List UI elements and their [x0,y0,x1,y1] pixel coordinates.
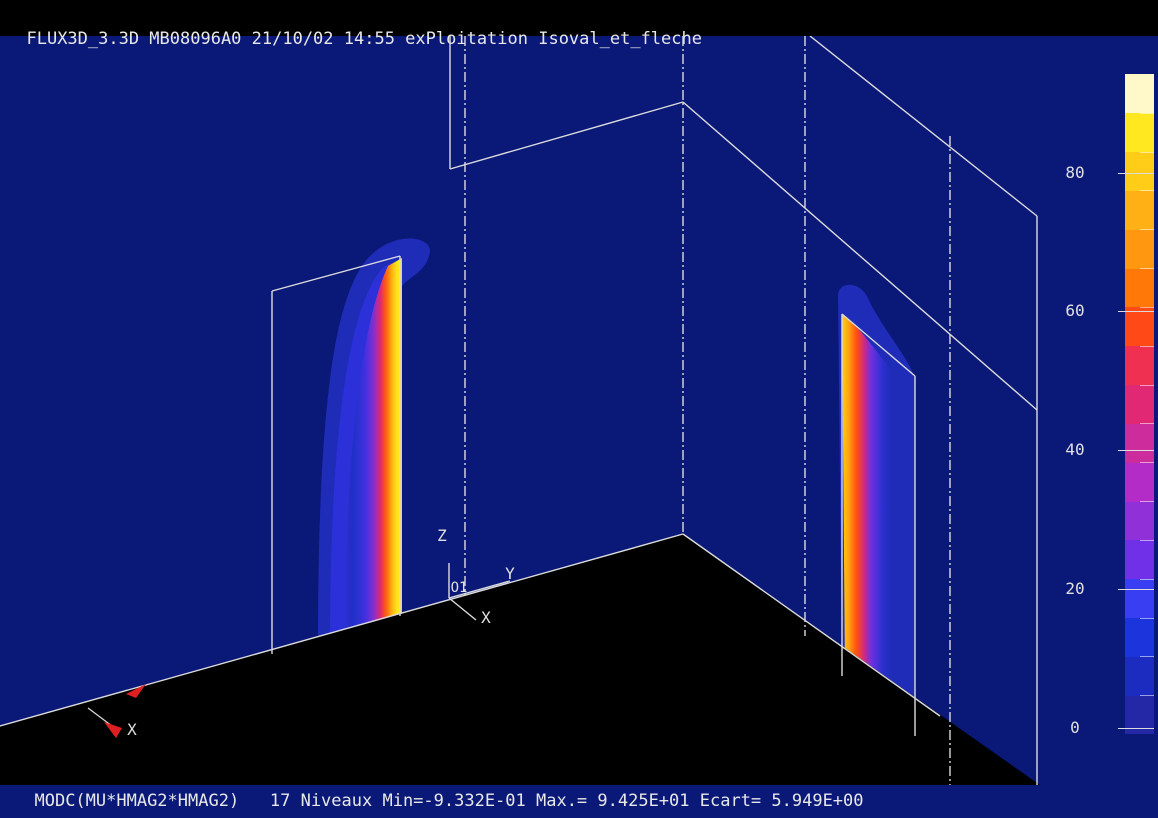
arrow-x-label: X [127,720,137,739]
colorbar-level-line [1140,345,1154,347]
wireframe-lines [0,36,1038,785]
colorbar-level-line [1140,268,1154,270]
colorbar-tick-label: 0 [1070,717,1080,737]
axis-y-label: Y [505,564,515,583]
colorbar-level-line [1140,501,1154,503]
colorbar-level-line [1140,656,1154,658]
colorbar-level-line [1140,384,1154,386]
colorbar-segment [1125,695,1154,735]
arrow-icon [87,684,146,738]
colorbar-level-line [1140,190,1154,192]
colorbar-segment [1125,74,1154,114]
colorbar-segment [1125,539,1154,580]
colorbar-segment [1125,229,1154,269]
colorbar-tick-label: 60 [1065,301,1085,321]
colorbar-segment [1125,578,1154,619]
window-title-bar: FLUX3D_3.3D MB08096A0 21/10/02 14:55 exP… [0,0,1158,49]
left-heat-zone [318,238,430,646]
colorbar-tick-label: 80 [1065,162,1085,182]
colorbar-segment [1125,345,1154,386]
colorbar-segment [1125,268,1154,308]
axis-x-label: X [481,608,491,627]
colorbar-tick [1118,588,1154,590]
colorbar-level-line [1140,423,1154,425]
colorbar-level-line [1140,306,1154,308]
colorbar-segment [1125,112,1154,153]
colorbar-tick [1118,450,1154,452]
colorbar-level-line [1140,462,1154,464]
field-plot-svg [0,36,1040,785]
colorbar-segment [1125,462,1154,502]
colorbar-level-line [1140,578,1154,580]
axis-z-label: Z [437,526,447,545]
3d-viewport[interactable]: Z Y X O1 X 80 60 40 20 0 [0,36,1158,785]
colorbar-tick [1118,311,1154,313]
colorbar-segment [1125,151,1154,191]
colorbar-tick [1118,172,1154,174]
colorbar-level-line [1140,617,1154,619]
colorbar-level-line [1140,229,1154,231]
colorbar-level-line [1140,539,1154,541]
colorbar-segment [1125,501,1154,541]
colorbar-level-line [1140,112,1154,114]
colorbar-level-line [1140,695,1154,697]
floor-plane [0,534,1040,785]
colorbar-segment [1125,190,1154,230]
status-text: MODC(MU*HMAG2*HMAG2) 17 Niveaux Min=-9.3… [34,791,864,811]
colorbar-segment [1125,306,1154,347]
window-title: FLUX3D_3.3D MB08096A0 21/10/02 14:55 exP… [26,29,702,49]
colorbar-segment [1125,423,1154,463]
colorbar-segment [1125,617,1154,657]
axis-origin-label: O1 [450,580,468,596]
colorbar-level-line [1140,151,1154,153]
colorbar-segment [1125,656,1154,696]
status-bar: MODC(MU*HMAG2*HMAG2) 17 Niveaux Min=-9.3… [0,752,1158,811]
colorbar-tick [1118,727,1154,729]
colorbar-tick-label: 40 [1065,440,1085,460]
colorbar-tick-label: 20 [1065,578,1085,598]
colorbar-segment [1125,384,1154,424]
right-heat-zone [838,284,915,736]
